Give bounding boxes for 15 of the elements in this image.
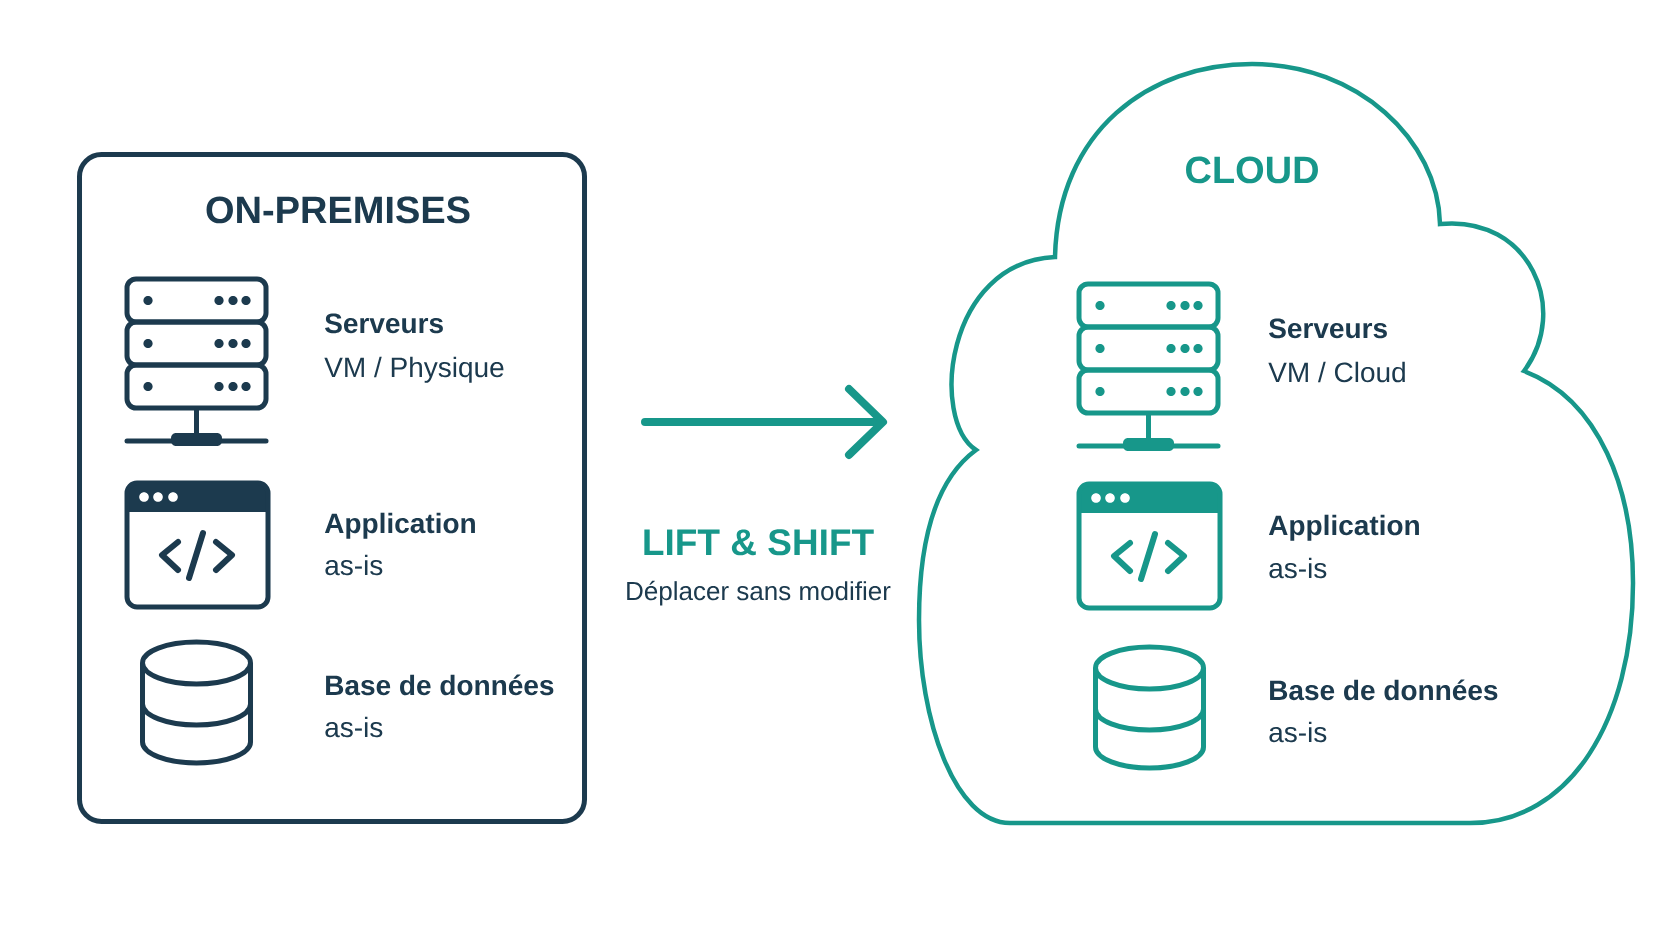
item-subtitle: VM / Cloud bbox=[1268, 361, 1405, 383]
item-title: Serveurs bbox=[1269, 318, 1387, 339]
arrow bbox=[641, 385, 887, 459]
item-title: Application bbox=[1268, 514, 1419, 541]
item-title: Base de données bbox=[326, 674, 554, 696]
item-title: Application bbox=[324, 512, 475, 539]
item-subtitle: as-is bbox=[325, 554, 383, 576]
item-title: Base de données bbox=[1270, 679, 1498, 701]
edge-label: LIFT & SHIFT bbox=[644, 529, 874, 556]
item-title: Serveurs bbox=[325, 313, 443, 334]
item-subtitle: VM / Physique bbox=[324, 356, 504, 383]
subtitle: Déplacer sans modifier bbox=[627, 580, 891, 606]
item-subtitle: as-is bbox=[1269, 557, 1327, 579]
item-subtitle: as-is bbox=[1269, 721, 1327, 743]
item-subtitle: as-is bbox=[325, 716, 383, 738]
